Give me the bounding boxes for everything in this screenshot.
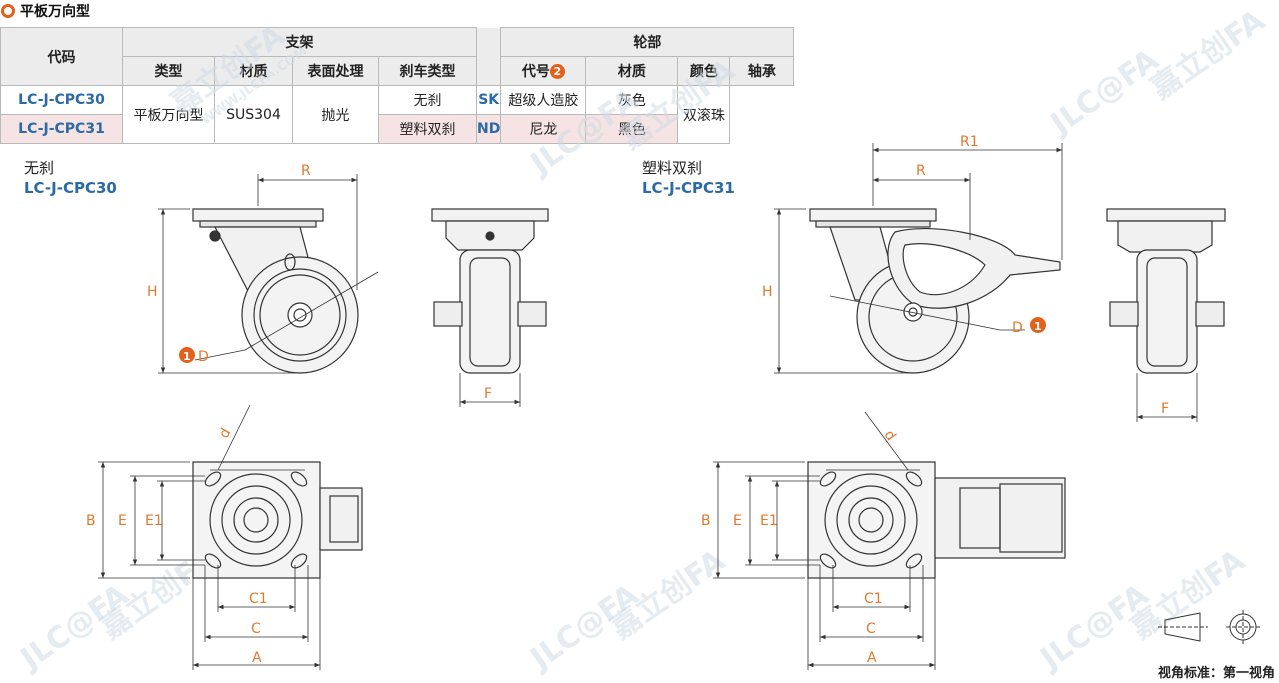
badge-number: 1 <box>1034 320 1042 333</box>
view-standard-note: 视角标准：第一视角 <box>1157 666 1275 681</box>
dim-F: F <box>484 386 492 402</box>
dim-A: A <box>252 650 262 666</box>
side-view-double-brake <box>774 143 1063 374</box>
cell-brake: 塑料双刹 <box>378 114 477 144</box>
dim-C1: C1 <box>864 591 883 607</box>
variant-name: 无刹 <box>24 159 55 177</box>
dim-d: d <box>881 427 899 443</box>
table-row: LC-J-CPC30 平板万向型 SUS304 抛光 无刹 SK 超级人造胶 灰… <box>0 85 794 144</box>
dim-E: E <box>733 513 742 529</box>
dim-E: E <box>118 513 127 529</box>
top-view-no-brake <box>98 404 363 670</box>
dim-F: F <box>1161 401 1169 417</box>
dim-E1: E1 <box>760 513 778 529</box>
part-code[interactable]: LC-J-CPC30 <box>0 85 123 115</box>
header-code: 代码 <box>0 27 123 86</box>
header-bearing: 轴承 <box>729 56 795 86</box>
dim-A: A <box>867 650 877 666</box>
header-bracket: 支架 <box>122 27 477 57</box>
circle-bullet-icon <box>1 4 15 18</box>
header-brake: 刹车类型 <box>378 56 477 86</box>
dim-R1: R1 <box>960 134 979 150</box>
variant-label-double-brake: 塑料双刹 LC-J-CPC31 <box>642 158 735 198</box>
header-color: 颜色 <box>677 56 731 86</box>
cell-wheel-code: ND <box>475 114 502 144</box>
badge-number: 1 <box>183 350 191 363</box>
side-view-no-brake <box>158 174 379 374</box>
section-header: 平板万向型 <box>0 0 90 22</box>
top-view-double-brake <box>713 411 1066 670</box>
dim-D: D <box>198 349 209 365</box>
cell-color: 黑色 <box>585 114 679 144</box>
dim-d: d <box>216 425 234 441</box>
header-type: 类型 <box>122 56 215 86</box>
dim-C: C <box>866 621 876 637</box>
dim-R: R <box>301 163 311 179</box>
dim-E1: E1 <box>145 513 163 529</box>
dim-B: B <box>86 513 96 529</box>
cell-wheel-material: 尼龙 <box>500 114 587 144</box>
watermark-text: 嘉立创FA <box>1145 3 1272 107</box>
watermark-text: JLC@FA <box>1043 42 1166 143</box>
variant-label-no-brake: 无刹 LC-J-CPC30 <box>24 158 117 198</box>
dim-D: D <box>1012 320 1023 336</box>
dim-H: H <box>147 284 158 300</box>
front-view-no-brake <box>431 208 549 407</box>
note-badge-icon: 2 <box>549 64 565 79</box>
dim-B: B <box>701 513 711 529</box>
variant-code: LC-J-CPC31 <box>642 179 735 197</box>
part-code[interactable]: LC-J-CPC31 <box>0 114 123 144</box>
dim-C: C <box>251 621 261 637</box>
header-wheel: 轮部 <box>500 27 795 57</box>
table-gap <box>475 27 502 86</box>
dim-C1: C1 <box>249 591 268 607</box>
cell-wheel-code: SK <box>475 85 502 115</box>
note-badge-icon <box>179 347 195 363</box>
variant-name: 塑料双刹 <box>642 159 703 177</box>
table-row: LC-J-CPC31 塑料双刹 ND 尼龙 黑色 <box>0 114 794 144</box>
front-view-double-brake <box>1106 208 1226 422</box>
header-wheel-code-label: 代号 <box>521 64 550 80</box>
note-badge-icon <box>1030 317 1046 333</box>
cell-material: SUS304 <box>214 85 293 144</box>
projection-symbol-icon <box>1158 610 1260 644</box>
cell-brake: 无刹 <box>378 85 477 115</box>
dim-H: H <box>762 284 773 300</box>
dim-R: R <box>916 163 926 179</box>
cell-surface: 抛光 <box>292 85 379 144</box>
variant-code: LC-J-CPC30 <box>24 179 117 197</box>
section-title: 平板万向型 <box>20 4 90 20</box>
cell-bearing: 双滚珠 <box>677 85 731 144</box>
header-surface: 表面处理 <box>292 56 379 86</box>
